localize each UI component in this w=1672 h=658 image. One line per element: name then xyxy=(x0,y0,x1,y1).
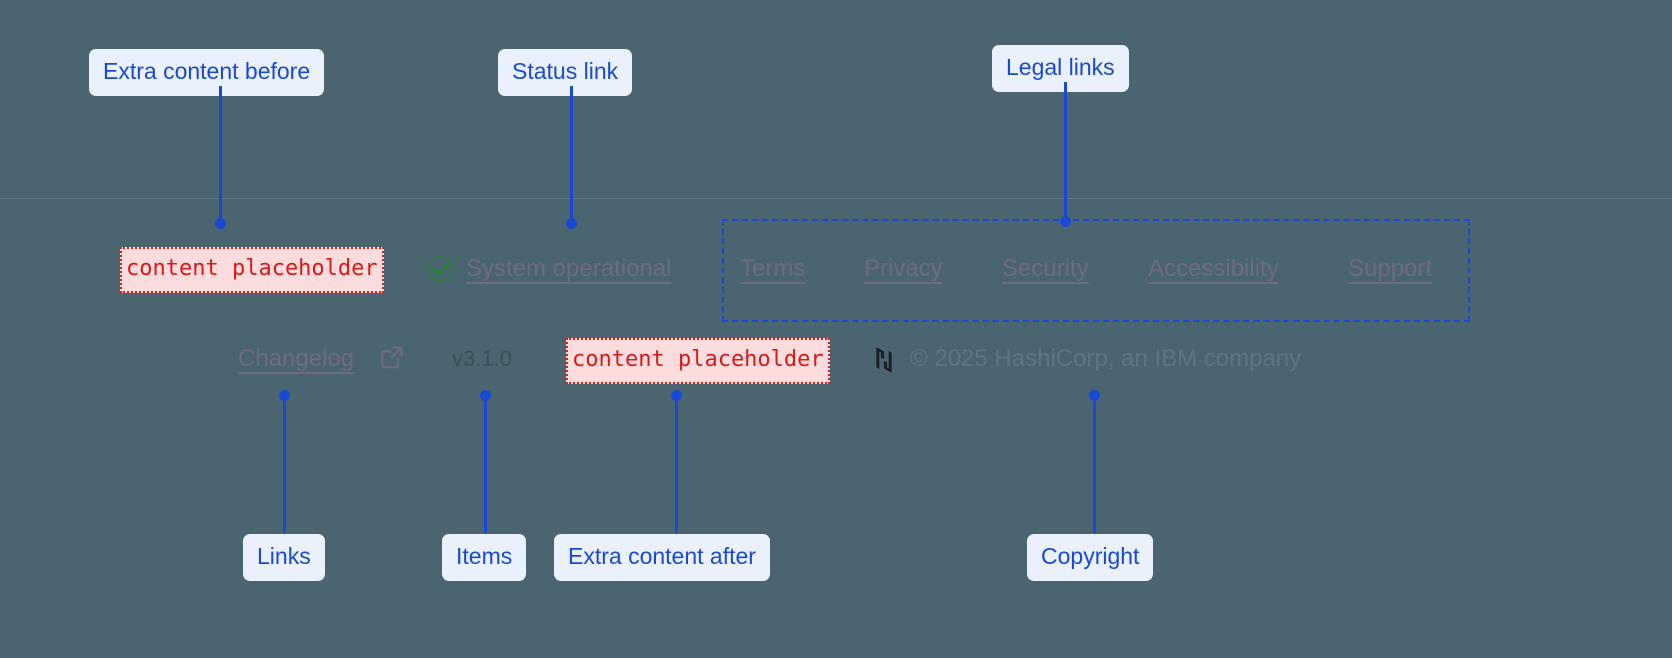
leader-line-extra-content-before xyxy=(219,86,222,223)
legal-link-accessibility[interactable]: Accessibility xyxy=(1148,255,1279,282)
external-link-icon[interactable] xyxy=(378,343,406,376)
legal-link-support[interactable]: Support xyxy=(1348,255,1433,282)
callout-extra-content-before: Extra content before xyxy=(89,49,325,96)
callout-status-link: Status link xyxy=(498,49,633,96)
leader-dot-copyright xyxy=(1089,390,1100,401)
leader-line-copyright xyxy=(1093,396,1096,533)
callout-copyright: Copyright xyxy=(1027,534,1154,581)
leader-dot-extra-content-after xyxy=(671,390,682,401)
status-link[interactable]: System operational xyxy=(466,255,672,282)
leader-dot-extra-content-before xyxy=(215,218,226,229)
check-circle-icon xyxy=(426,254,456,289)
content-placeholder-after: content placeholder xyxy=(566,338,830,384)
version-label: v3.1.0 xyxy=(452,346,512,371)
leader-line-legal-links xyxy=(1064,82,1067,221)
callout-links: Links xyxy=(243,534,325,581)
legal-links-region-highlight xyxy=(722,219,1470,322)
leader-dot-legal-links xyxy=(1060,216,1071,227)
leader-dot-status-link xyxy=(566,218,577,229)
leader-dot-items xyxy=(480,390,491,401)
leader-line-items xyxy=(484,396,487,533)
legal-link-security[interactable]: Security xyxy=(1002,255,1089,282)
hashicorp-logo-icon xyxy=(870,345,898,380)
leader-line-extra-content-after xyxy=(675,396,678,533)
content-placeholder-before: content placeholder xyxy=(120,247,384,293)
callout-legal-links: Legal links xyxy=(992,45,1129,92)
callout-extra-content-after: Extra content after xyxy=(554,534,770,581)
leader-line-links xyxy=(283,396,286,533)
legal-link-privacy[interactable]: Privacy xyxy=(864,255,943,282)
copyright-text: © 2025 HashiCorp, an IBM company xyxy=(910,345,1302,372)
callout-items: Items xyxy=(442,534,527,581)
legal-link-terms[interactable]: Terms xyxy=(740,255,806,282)
changelog-link[interactable]: Changelog xyxy=(238,345,355,372)
leader-line-status-link xyxy=(570,86,573,223)
leader-dot-links xyxy=(279,390,290,401)
